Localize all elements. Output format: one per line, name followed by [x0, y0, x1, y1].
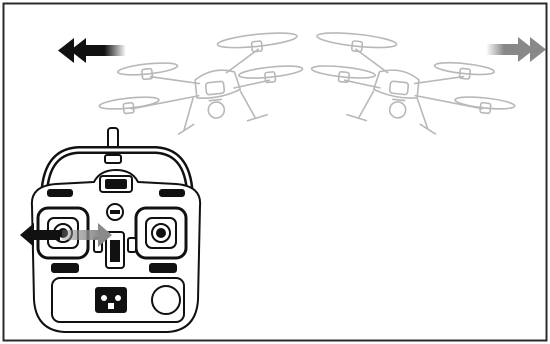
lower-round-button — [152, 286, 180, 314]
left-motion-arrow — [58, 38, 126, 63]
right-motion-arrow — [486, 37, 546, 62]
rotor-right-1 — [316, 30, 397, 50]
rotor-left-2 — [217, 30, 298, 50]
